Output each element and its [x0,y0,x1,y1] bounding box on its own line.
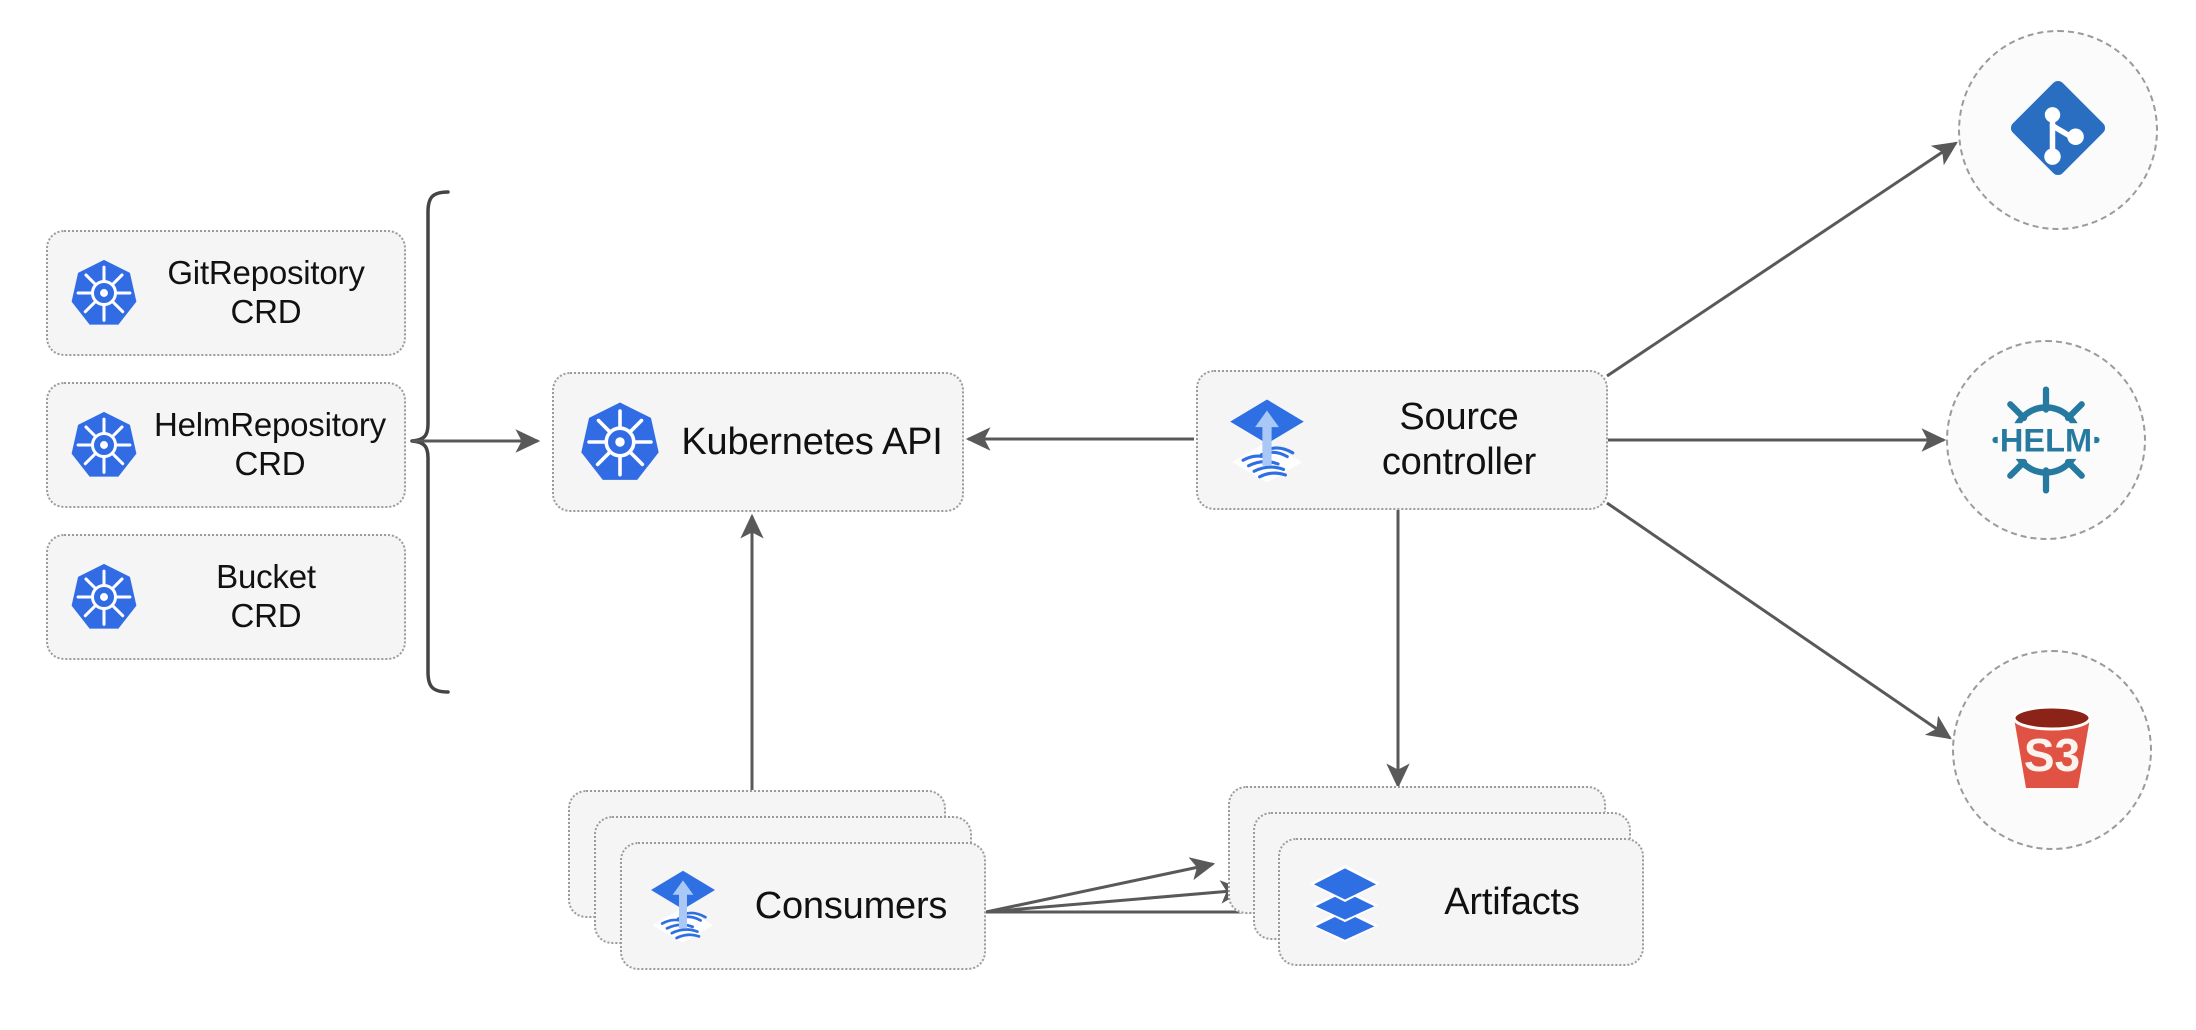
helm-icon: HELM [1983,377,2109,503]
node-label: Kubernetes API [681,420,943,463]
wire-consumers-to-artifacts-middle [985,880,1246,914]
node-s3-backend[interactable]: S3 [1952,650,2152,850]
node-helm-backend[interactable]: HELM [1946,340,2146,540]
node-label: Consumers [754,884,948,927]
wire-consumers-to-artifacts-top [985,857,1216,914]
node-kubernetes-api[interactable]: Kubernetes API [552,372,964,512]
wire-source-controller-to-git [1606,141,1958,378]
node-label: GitRepository CRD [167,254,365,330]
node-gitrepository-crd[interactable]: GitRepository CRD [46,230,406,356]
s3-wordmark: S3 [2024,729,2080,781]
crd-group-brace [410,190,450,694]
s3-icon: S3 [1992,688,2112,813]
kubernetes-icon [56,409,152,481]
helm-wordmark: HELM [2000,423,2092,459]
node-bucket-crd[interactable]: Bucket CRD [46,534,406,660]
node-artifacts[interactable]: Artifacts [1278,838,1644,966]
layers-icon [1290,860,1400,944]
git-icon [2003,73,2113,188]
node-label: Bucket CRD [216,558,316,634]
node-label: Artifacts [1444,880,1580,923]
wire-source-controller-to-s3 [1606,501,1952,740]
flux-source-icon [1204,394,1330,486]
kubernetes-icon [56,561,152,633]
node-source-controller[interactable]: Source controller [1196,370,1608,510]
node-git-backend[interactable] [1958,30,2158,230]
kubernetes-icon [560,399,680,485]
kubernetes-icon [56,257,152,329]
node-consumers[interactable]: Consumers [620,842,986,970]
flux-source-icon [630,866,736,946]
node-label: HelmRepository CRD [154,406,386,482]
node-helmrepository-crd[interactable]: HelmRepository CRD [46,382,406,508]
node-label: Source controller [1381,396,1537,483]
